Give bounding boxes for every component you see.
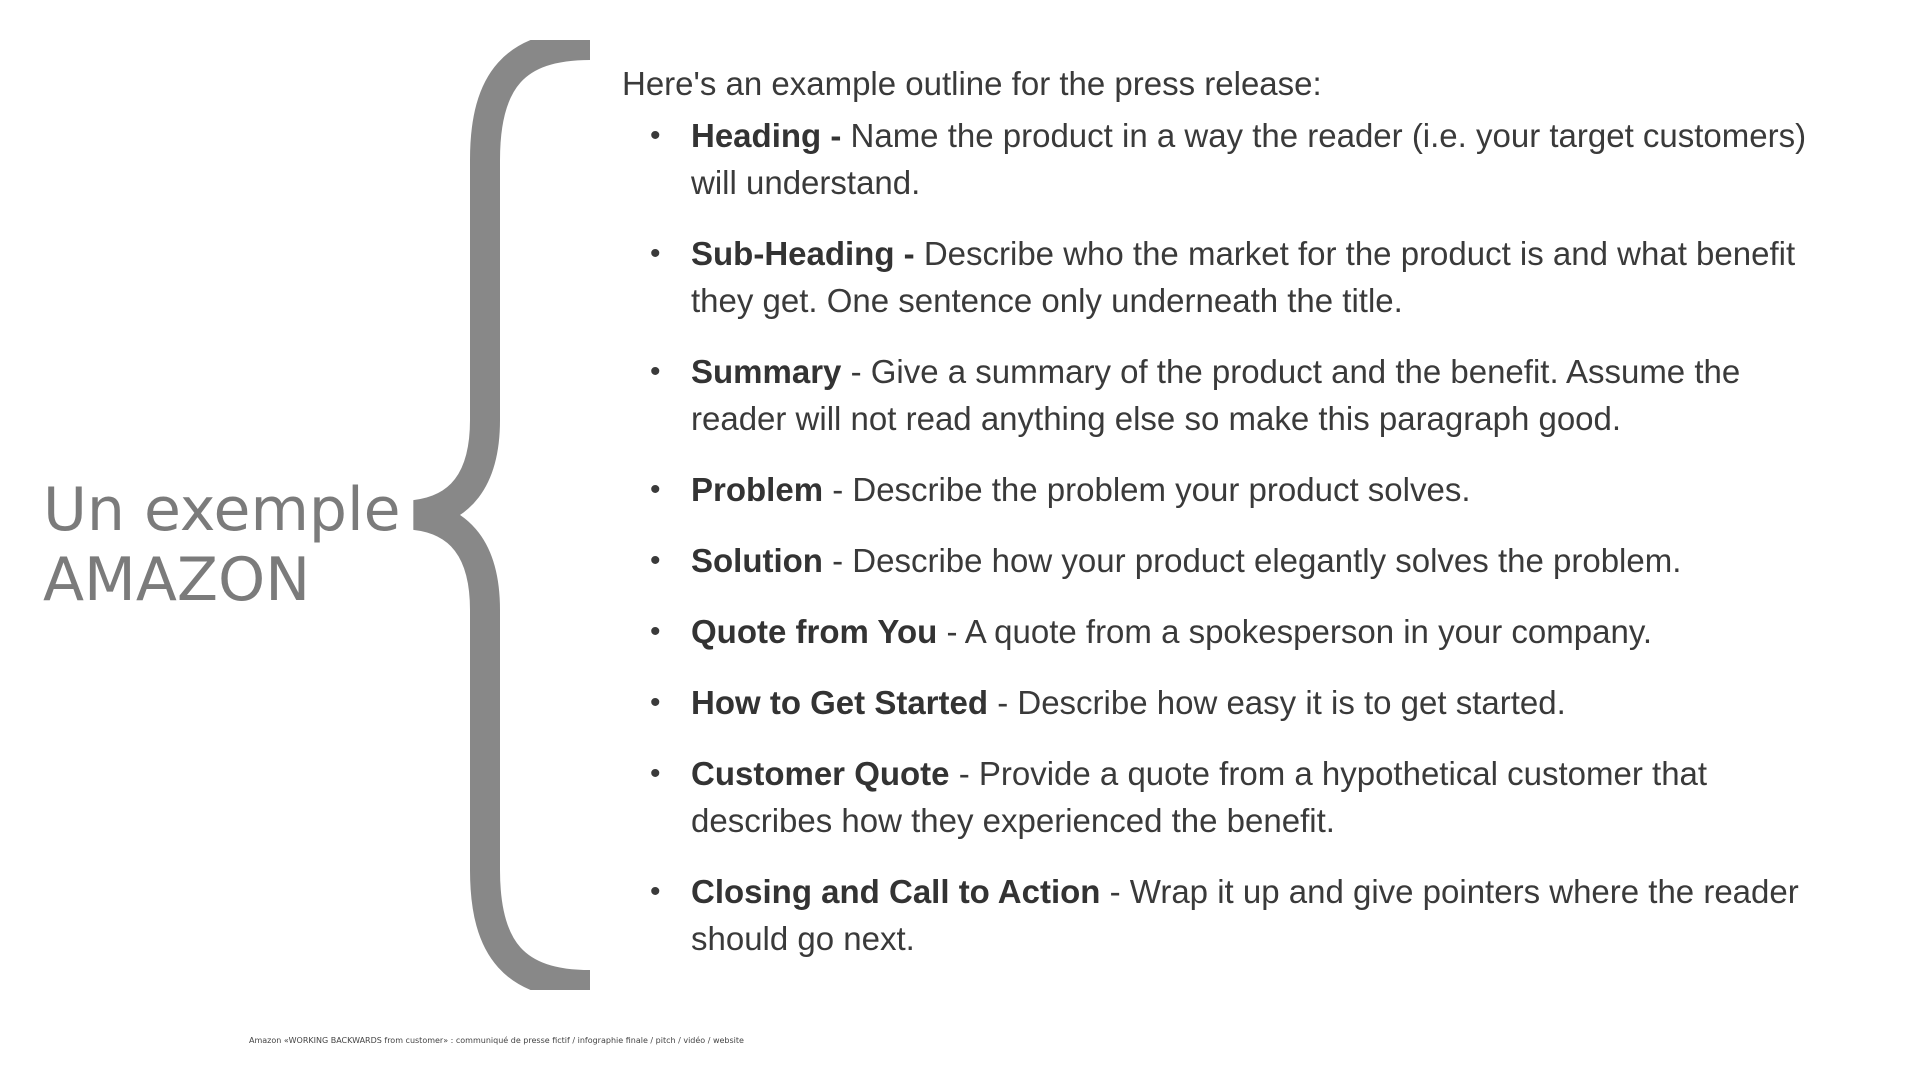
curly-brace-shape: [412, 40, 591, 990]
list-item-term: How to Get Started: [691, 684, 989, 721]
slide-title: Un exemple AMAZON: [43, 475, 401, 615]
list-item: How to Get Started - Describe how easy i…: [622, 679, 1842, 726]
list-item-term: Summary: [691, 353, 842, 390]
press-release-outline: Here's an example outline for the press …: [622, 62, 1842, 986]
list-item-description: - A quote from a spokesperson in your co…: [937, 613, 1653, 650]
list-item-term: Quote from You: [691, 613, 938, 650]
list-item-description: - Describe how easy it is to get started…: [988, 684, 1566, 721]
list-item-term: Solution: [691, 542, 823, 579]
list-item: Quote from You - A quote from a spokespe…: [622, 608, 1842, 655]
list-item-description: - Wrap it up and give pointers where the…: [691, 873, 1799, 957]
list-item-term: Closing and Call to Action: [691, 873, 1101, 910]
list-item-description: Name the product in a way the reader (i.…: [691, 117, 1807, 201]
list-item-term: Heading -: [691, 117, 842, 154]
list-item: Sub-Heading - Describe who the market fo…: [622, 230, 1842, 324]
list-item: Customer Quote - Provide a quote from a …: [622, 750, 1842, 844]
list-item-term: Problem: [691, 471, 824, 508]
list-item-term: Customer Quote: [691, 755, 950, 792]
footnote: Amazon «WORKING BACKWARDS from customer»…: [249, 1036, 744, 1045]
list-item-description: - Describe how your product elegantly so…: [822, 542, 1682, 579]
list-item-description: - Describe the problem your product solv…: [823, 471, 1471, 508]
list-item-description: - Provide a quote from a hypothetical cu…: [691, 755, 1708, 839]
list-item: Problem - Describe the problem your prod…: [622, 466, 1842, 513]
list-item: Closing and Call to Action - Wrap it up …: [622, 868, 1842, 962]
slide-title-line-1: Un exemple: [43, 475, 401, 545]
curly-brace-icon: [412, 40, 591, 990]
slide-title-line-2: AMAZON: [43, 545, 311, 615]
list-item-term: Sub-Heading -: [691, 235, 915, 272]
list-item: Summary - Give a summary of the product …: [622, 348, 1842, 442]
list-item-description: - Give a summary of the product and the …: [691, 353, 1741, 437]
list-item: Heading - Name the product in a way the …: [622, 112, 1842, 206]
outline-intro: Here's an example outline for the press …: [622, 65, 1322, 102]
outline-list: Heading - Name the product in a way the …: [622, 112, 1842, 962]
list-item: Solution - Describe how your product ele…: [622, 537, 1842, 584]
list-item-description: Describe who the market for the product …: [691, 235, 1796, 319]
